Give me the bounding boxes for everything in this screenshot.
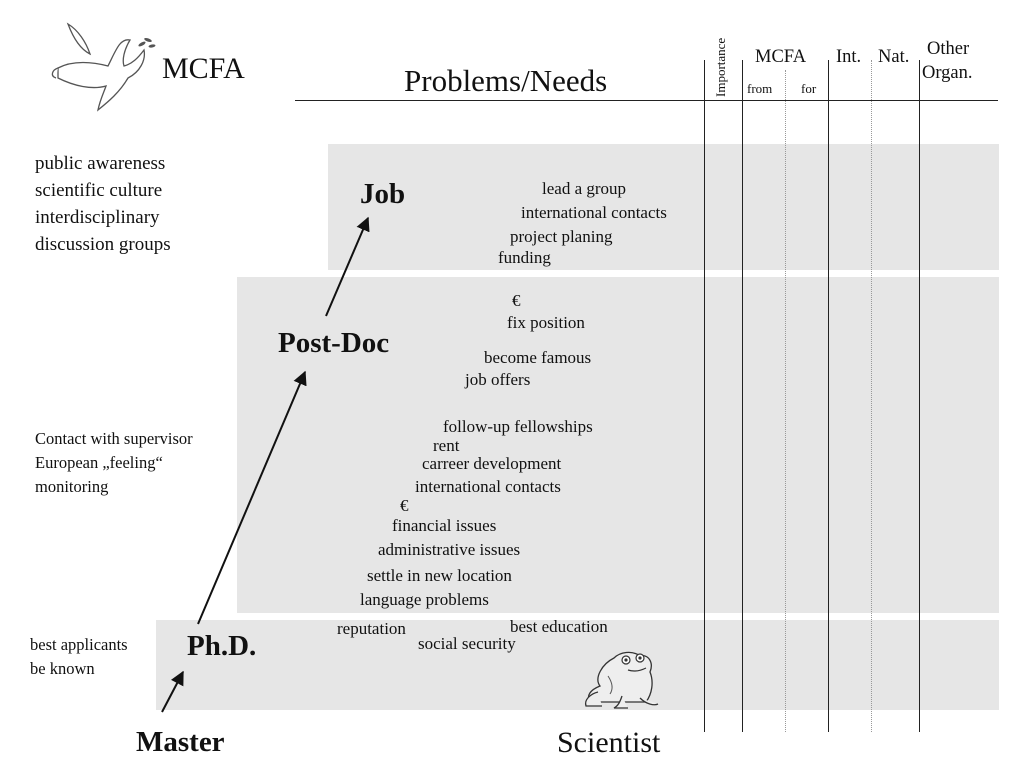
header-other-2: Organ. [922,63,973,83]
need-postdoc: € [400,496,409,515]
need-postdoc: follow-up fellowships [443,417,593,436]
column-line-importance [704,60,705,732]
phd-band [156,620,999,710]
need-postdoc: international contacts [415,477,561,496]
arrow-master-to-phd [161,670,184,713]
column-line-nat [871,60,872,732]
note-phd-level: best applicants be known [30,633,128,681]
need-postdoc: administrative issues [378,540,521,559]
need-postdoc: fix position [507,313,585,332]
note-line: interdisciplinary [35,207,160,228]
footer-scientist: Scientist [557,726,661,759]
note-line: public awareness [35,153,166,174]
stage-job: Job [360,178,406,210]
need-postdoc: job offers [465,370,531,389]
note-job-level: public awareness scientific culture inte… [35,150,171,258]
need-postdoc: settle in new location [367,566,512,585]
header-mcfa: MCFA [755,47,807,67]
need-job: funding [498,248,551,267]
note-line: scientific culture [35,180,163,201]
header-importance: Importance [713,37,728,97]
header-from: from [747,81,773,96]
column-line-mcfa [742,60,743,732]
need-postdoc: carreer development [422,454,562,473]
need-job: lead a group [542,179,627,198]
note-line: discussion groups [35,234,171,255]
need-postdoc: financial issues [392,516,497,535]
need-postdoc: € [512,291,521,310]
note-line: European „feeling“ [35,453,163,472]
header-underline [295,100,998,101]
header-for: for [801,81,817,96]
need-phd: best education [510,617,608,636]
note-line: Contact with supervisor [35,429,193,448]
note-line: best applicants [30,635,128,654]
need-phd: social security [418,634,516,653]
header-other-1: Other [927,39,970,59]
header-nat: Nat. [878,47,910,67]
note-line: be known [30,659,95,678]
column-line-int [828,60,829,732]
note-postdoc-level: Contact with supervisor European „feelin… [35,427,193,499]
need-postdoc: become famous [484,348,592,367]
frog-icon [580,648,660,712]
job-band [328,144,999,270]
need-phd: reputation [337,619,406,638]
arrow-postdoc-to-job [325,216,370,317]
dove-icon [48,20,158,112]
logo-text: MCFA [162,52,245,85]
header-int: Int. [836,47,862,67]
column-line-mcfa-split [785,70,786,732]
problems-title: Problems/Needs [404,63,608,98]
need-job: project planing [510,227,613,246]
postdoc-band [237,277,999,613]
stage-master: Master [136,726,225,758]
need-postdoc: language problems [360,590,489,609]
stage-phd: Ph.D. [187,630,257,662]
need-postdoc: rent [433,436,460,455]
note-line: monitoring [35,477,109,496]
need-job: international contacts [521,203,667,222]
arrow-phd-to-postdoc [197,370,307,625]
stage-postdoc: Post-Doc [278,327,390,359]
column-line-other [919,60,920,732]
